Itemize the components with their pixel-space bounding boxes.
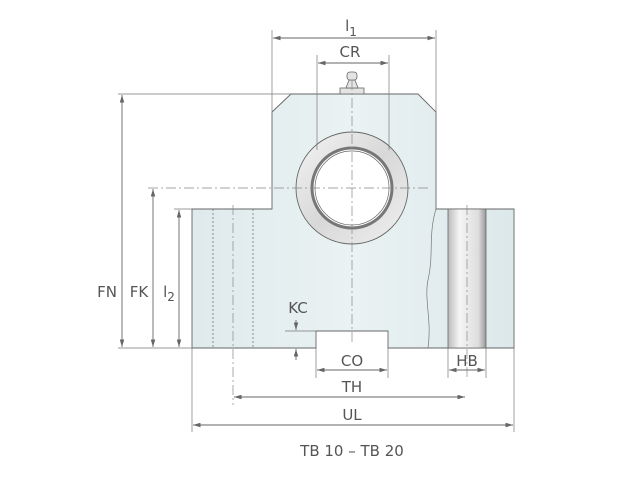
- label-co: CO: [341, 352, 363, 370]
- extension-lines: [118, 30, 515, 432]
- label-cr: CR: [340, 43, 361, 61]
- diagram-title: TB 10 – TB 20: [299, 442, 404, 460]
- label-l1: l1: [345, 17, 357, 39]
- label-fk: FK: [130, 283, 150, 301]
- label-kc: KC: [288, 299, 308, 317]
- label-l2: l2: [163, 283, 175, 304]
- label-hb: HB: [456, 352, 478, 370]
- label-ul: UL: [342, 406, 362, 424]
- section-break-line: [426, 208, 437, 349]
- label-fn: FN: [97, 283, 117, 301]
- mounting-hole-left-hidden: [212, 205, 254, 405]
- label-th: TH: [341, 378, 362, 396]
